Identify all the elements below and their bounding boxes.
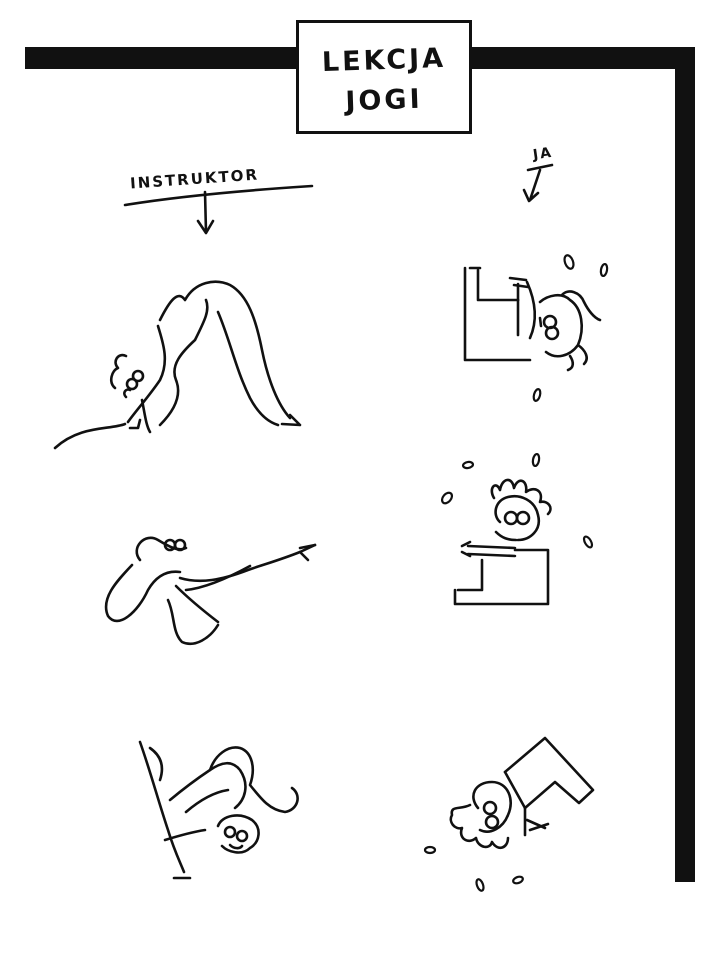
me-pose-fallen-sideways [463,266,602,372]
me-pose-seated-tense [453,478,552,606]
instructor-arrow [123,184,314,235]
me-arrow [522,163,554,203]
title-line-1: LEKCJA [321,42,447,79]
title-box: LEKCJA JOGI [296,20,472,134]
instructor-pose-downward-dog [53,280,302,450]
title-line-2: JOGI [344,83,424,118]
room-wall [25,47,695,882]
instructor-pose-seated-stretch [104,536,317,646]
me-pose-flipped [449,736,595,850]
instructor-pose-headstand [138,740,299,880]
me-label: JA [531,144,555,164]
sweat-drops [423,254,609,892]
